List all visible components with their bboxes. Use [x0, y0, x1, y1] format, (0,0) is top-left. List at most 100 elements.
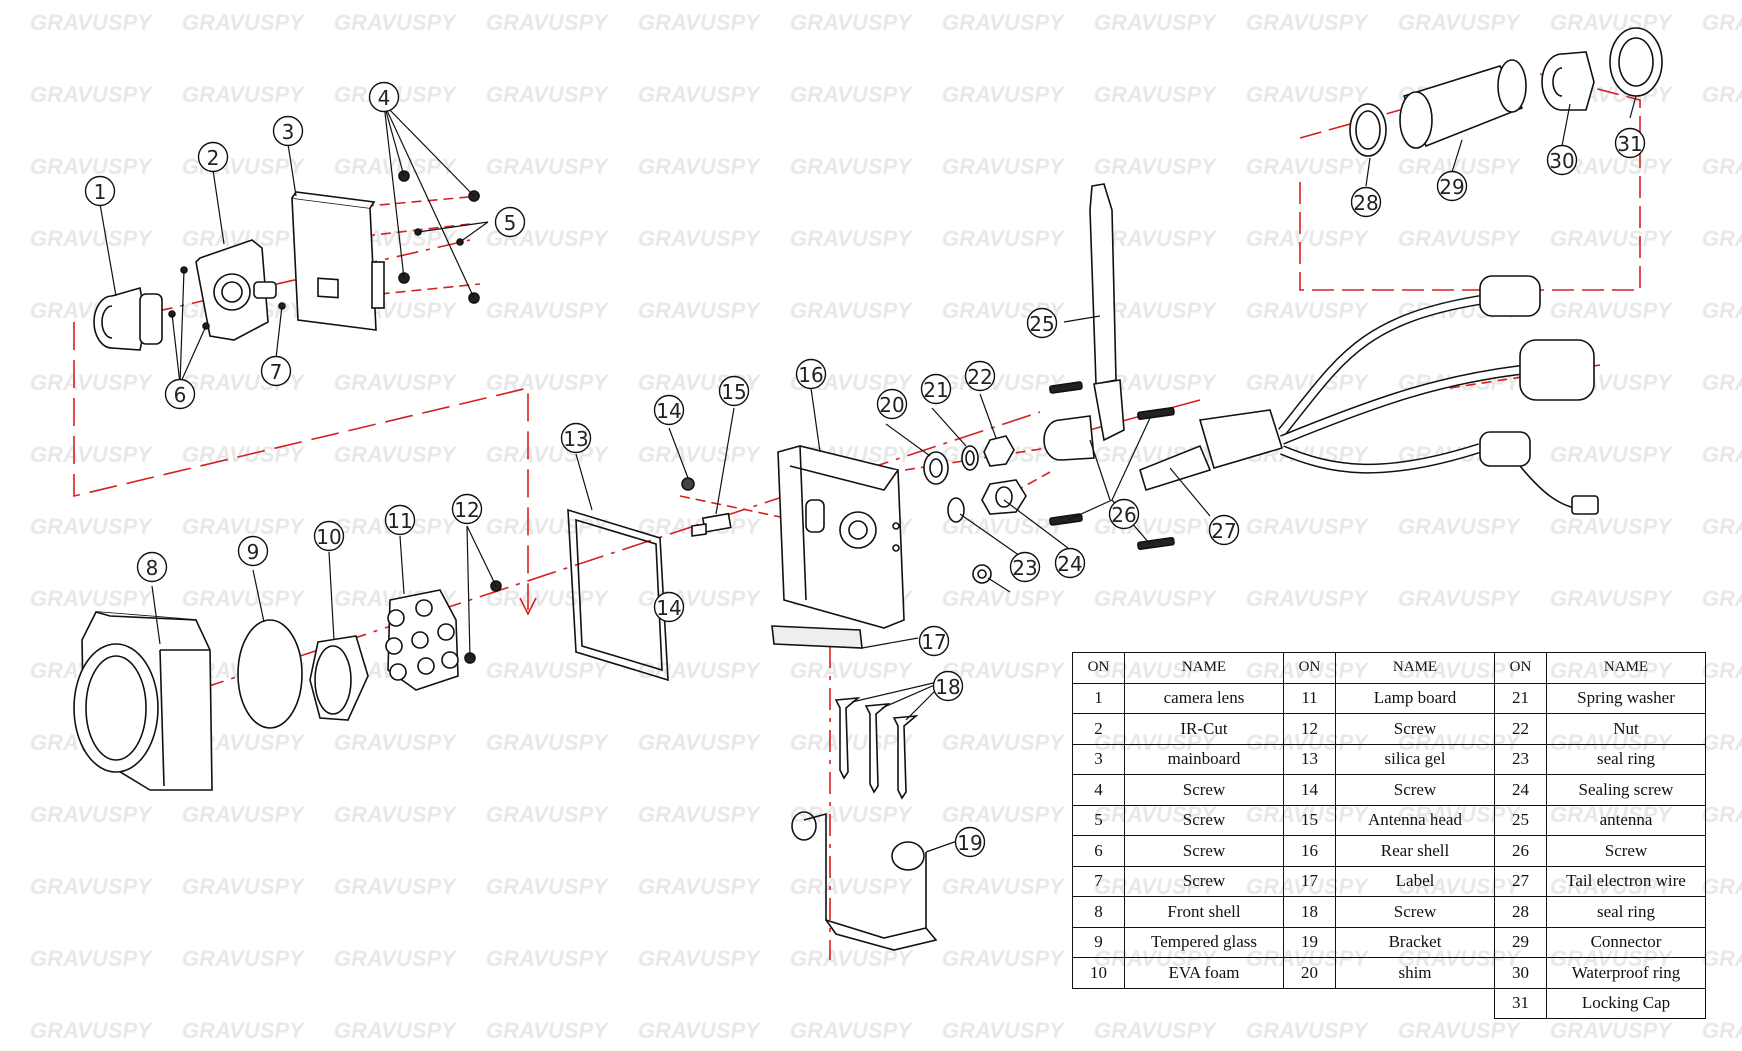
callout-8: 8	[136, 551, 168, 583]
watermark-text: GRAVUSPY	[1550, 10, 1674, 35]
cell-number: 29	[1494, 926, 1547, 958]
cell-name: Screw	[1335, 774, 1495, 806]
cell-name: Tail electron wire	[1546, 865, 1706, 897]
watermark-text: GRAVUSPY	[30, 586, 154, 611]
watermark-text: GRAVUSPY	[486, 154, 610, 179]
callout-number: 18	[935, 675, 960, 699]
callout-18: 18	[932, 670, 964, 702]
callout-24: 24	[1054, 547, 1086, 579]
cell-number: 31	[1494, 987, 1547, 1019]
watermark-text: GRAVUSPY	[1398, 1018, 1522, 1043]
callout-16: 16	[795, 358, 827, 390]
callout-circle	[1350, 186, 1382, 218]
cell-name: silica gel	[1335, 743, 1495, 775]
cell-number: 19	[1283, 926, 1336, 958]
callout-number: 3	[282, 120, 295, 144]
watermark-text: GRAVUSPY	[638, 10, 762, 35]
cell-name: Screw	[1335, 713, 1495, 745]
callout-circle	[920, 373, 952, 405]
watermark-text: GRAVUSPY	[638, 874, 762, 899]
cell-number: 7	[1072, 865, 1125, 897]
empty-cell	[1125, 988, 1284, 1019]
watermark-text: GRAVUSPY	[1246, 226, 1370, 251]
callout-10: 10	[313, 520, 345, 552]
cell-name: Screw	[1335, 896, 1495, 928]
cell-number: 11	[1283, 682, 1336, 714]
watermark-text: GRAVUSPY	[182, 586, 306, 611]
watermark-text: GRAVUSPY	[334, 946, 458, 971]
callout-number: 13	[563, 427, 588, 451]
watermark-text: GRAVUSPY	[1094, 226, 1218, 251]
watermark-text: GRAVUSPY	[486, 802, 610, 827]
cell-number: 1	[1072, 682, 1125, 714]
callout-circle	[1436, 170, 1468, 202]
watermark-text: GRAVUSPY	[1398, 586, 1522, 611]
table-header-row: ON NAME ON NAME ON NAME	[1072, 652, 1706, 684]
watermark-text: GRAVUSPY	[1550, 226, 1674, 251]
watermark-text: GRAVUSPY	[30, 442, 154, 467]
empty-cell	[1073, 988, 1125, 1019]
watermark-text: GRAVUSPY	[30, 802, 154, 827]
callout-circle	[384, 504, 416, 536]
callout-7: 7	[260, 355, 292, 387]
cell-number: 21	[1494, 682, 1547, 714]
part-tail-wire	[1139, 275, 1599, 515]
callout-number: 4	[378, 86, 391, 110]
callout-number: 31	[1617, 132, 1642, 156]
cell-name: seal ring	[1546, 896, 1706, 928]
empty-cell	[1336, 988, 1495, 1019]
callout-circle	[964, 360, 996, 392]
callout-number: 14	[656, 399, 681, 423]
cell-name: shim	[1335, 957, 1495, 989]
watermark-text: GRAVUSPY	[790, 154, 914, 179]
watermark-text: GRAVUSPY	[1094, 586, 1218, 611]
watermark-text: GRAVUSPY	[1702, 514, 1742, 539]
cell-name: IR-Cut	[1124, 713, 1284, 745]
callout-circle	[368, 81, 400, 113]
empty-cell	[1284, 988, 1336, 1019]
watermark-text: GRAVUSPY	[638, 442, 762, 467]
watermark-text: GRAVUSPY	[1094, 154, 1218, 179]
cell-number: 28	[1494, 896, 1547, 928]
watermark-text: GRAVUSPY	[638, 298, 762, 323]
watermark-text: GRAVUSPY	[790, 226, 914, 251]
watermark-text: GRAVUSPY	[942, 802, 1066, 827]
watermark-text: GRAVUSPY	[790, 658, 914, 683]
watermark-text: GRAVUSPY	[182, 10, 306, 35]
watermark-text: GRAVUSPY	[638, 1018, 762, 1043]
callout-number: 21	[923, 378, 948, 402]
cell-name: Screw	[1124, 774, 1284, 806]
watermark-text: GRAVUSPY	[1702, 154, 1742, 179]
cell-number: 16	[1283, 835, 1336, 867]
callout-circle	[84, 175, 116, 207]
cell-number: 15	[1283, 804, 1336, 836]
cell-number: 30	[1494, 957, 1547, 989]
callout-circle	[197, 141, 229, 173]
callout-number: 29	[1439, 175, 1464, 199]
callout-number: 6	[174, 383, 187, 407]
callout-circle	[1546, 144, 1578, 176]
callout-21: 21	[920, 373, 952, 405]
cell-number: 4	[1072, 774, 1125, 806]
watermark-text: GRAVUSPY	[1702, 226, 1742, 251]
callout-number: 28	[1353, 191, 1378, 215]
callout-30: 30	[1546, 144, 1578, 176]
callout-circle	[313, 520, 345, 552]
callout-11: 11	[384, 504, 416, 536]
header-on-2: ON	[1283, 652, 1336, 684]
callout-circle	[1026, 307, 1058, 339]
watermark-text: GRAVUSPY	[1702, 82, 1742, 107]
watermark-text: GRAVUSPY	[1702, 586, 1742, 611]
watermark-text: GRAVUSPY	[182, 1018, 306, 1043]
watermark-text: GRAVUSPY	[942, 658, 1066, 683]
callout-circle	[1108, 498, 1140, 530]
callout-number: 16	[798, 363, 823, 387]
cell-name: Screw	[1546, 835, 1706, 867]
